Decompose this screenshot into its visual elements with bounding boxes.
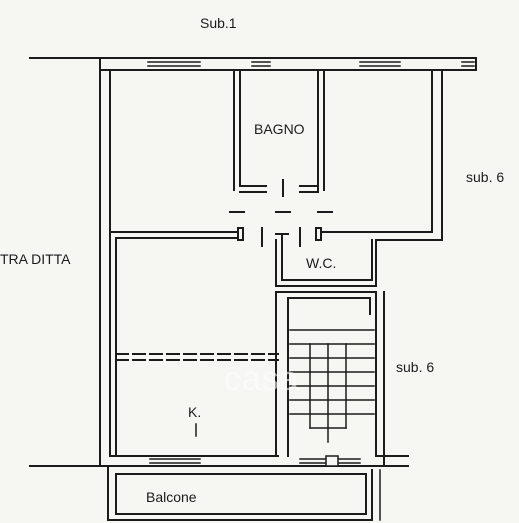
dashed-partition	[115, 353, 279, 361]
label-balcone: Balcone	[146, 489, 197, 505]
label-wc: W.C.	[306, 255, 337, 271]
middle-wall	[109, 227, 322, 247]
label-left-neighbor: TRA DITTA	[0, 251, 71, 267]
label-sub1: Sub.1	[200, 15, 237, 31]
wc-walls	[275, 239, 377, 287]
bottom-exterior-wall	[29, 455, 409, 467]
stairwell-walls	[275, 291, 385, 467]
label-kitchen: K.	[188, 404, 202, 420]
stair-treads	[289, 329, 375, 443]
left-exterior-wall	[99, 57, 111, 467]
top-windows	[147, 61, 475, 67]
label-sub6-bottom: sub. 6	[396, 359, 435, 375]
top-exterior-wall	[29, 57, 477, 71]
bottom-windows	[149, 455, 361, 467]
right-wall-upper	[317, 69, 443, 287]
label-bagno: BAGNO	[254, 121, 305, 137]
watermark-logo: casa	[224, 360, 300, 398]
balcony-outline	[107, 465, 373, 521]
label-sub6-top: sub. 6	[466, 169, 505, 185]
bagno-walls	[233, 69, 325, 197]
